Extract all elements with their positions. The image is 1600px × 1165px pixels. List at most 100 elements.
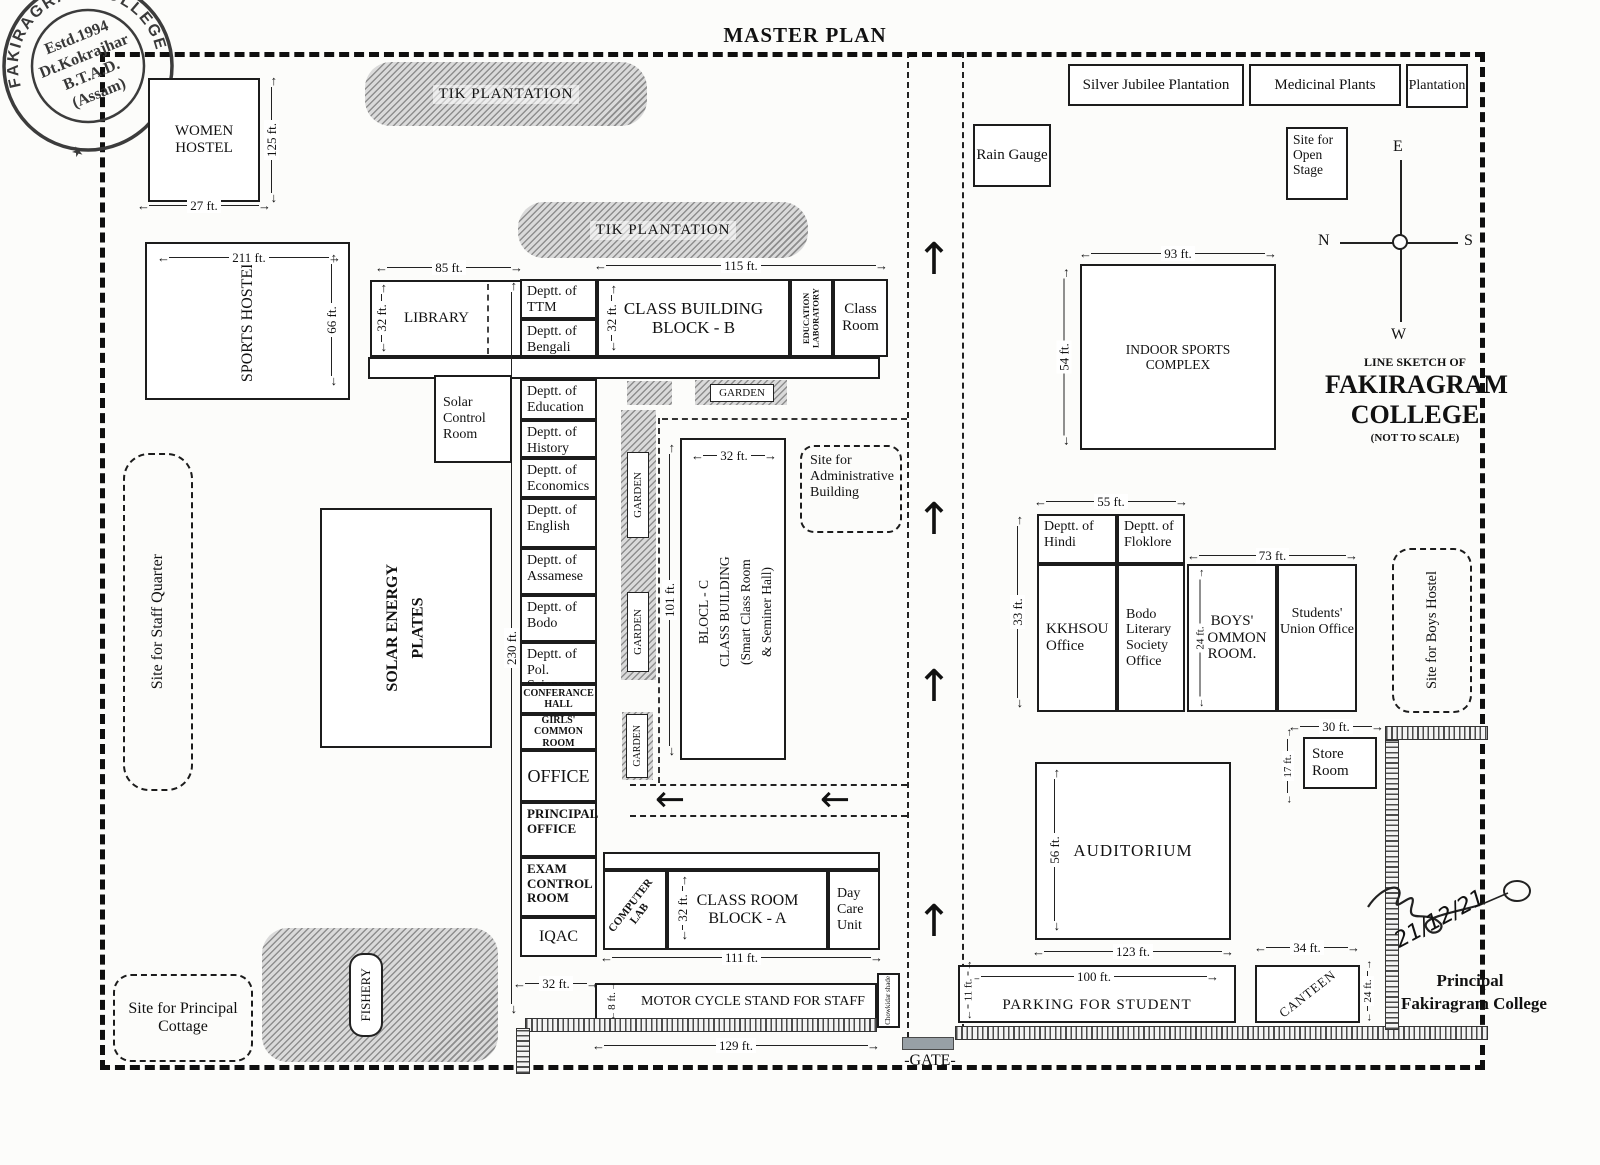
dim-stand-height: 8 ft. xyxy=(604,984,620,1018)
dim-women-hostel-height: 125 ft. xyxy=(264,78,280,202)
compass-s: S xyxy=(1464,232,1473,249)
motor-cycle-stand: MOTOR CYCLE STAND FOR STAFF xyxy=(595,983,877,1021)
dim-parking-width: 100 ft. xyxy=(969,969,1219,985)
compass-e: E xyxy=(1393,138,1403,155)
garden-patch-small xyxy=(627,381,672,405)
medicinal-plants: Medicinal Plants xyxy=(1249,64,1401,106)
wall-right-top xyxy=(1385,726,1488,740)
dept-pol-science: Deptt. of Pol. Science xyxy=(520,642,597,693)
dim-women-hostel-width: 27 ft. xyxy=(137,198,271,214)
dim-boys-room-height: 24 ft. xyxy=(1193,571,1209,706)
dim-indoor-height: 54 ft. xyxy=(1056,270,1073,445)
tik-plantation-1: TIK PLANTATION xyxy=(365,62,647,126)
signature-title: Principal xyxy=(1436,971,1504,990)
solar-control-room: Solar Control Room xyxy=(434,375,512,463)
road-left-arrow-2: ← xyxy=(820,779,851,820)
library: LIBRARY xyxy=(370,280,527,357)
dept-education: Deptt. of Education xyxy=(520,379,597,420)
caption-line-4: (NOT TO SCALE) xyxy=(1370,432,1460,444)
dim-store-height: 17 ft. xyxy=(1280,730,1296,802)
dim-wall-length: 129 ft. xyxy=(592,1038,880,1054)
principal-office: PRINCIPAL OFFICE xyxy=(520,802,598,857)
dim-hindi-block-height: 33 ft. xyxy=(1010,517,1026,707)
wall-right-vertical xyxy=(1385,740,1399,1030)
dim-indoor-width: 93 ft. xyxy=(1079,246,1277,262)
dept-economics: Deptt. of Economics xyxy=(520,458,597,498)
rain-gauge: Rain Gauge xyxy=(973,124,1051,187)
dim-boys-block-width: 73 ft. xyxy=(1187,548,1358,564)
road-up-arrow-4: ↑ xyxy=(915,896,953,947)
caption-line-3: COLLEGE xyxy=(1350,400,1480,429)
dim-block-b-width: 115 ft. xyxy=(594,258,888,274)
dim-auditorium-width: 123 ft. xyxy=(1032,944,1234,960)
students-union-office: Students' Union Office xyxy=(1277,564,1357,712)
bodo-literary-society-office: Bodo Literary Society Office xyxy=(1117,564,1185,712)
dept-history: Deptt. of History xyxy=(520,420,597,458)
women-hostel: WOMEN HOSTEL xyxy=(148,78,260,202)
dept-bodo: Deptt. of Bodo xyxy=(520,595,597,642)
indoor-sports-complex: INDOOR SPORTS COMPLEX xyxy=(1080,264,1276,450)
road-left-line xyxy=(907,52,909,1038)
dim-stand-offset: 32 ft. xyxy=(513,976,599,992)
dim-block-b-height: 32 ft. xyxy=(604,286,620,350)
site-boys-hostel: Site for Boys Hostel xyxy=(1392,548,1472,713)
dim-block-c-width: 32 ft. xyxy=(691,448,777,464)
block-c-region-top-line xyxy=(662,418,907,420)
computer-lab: COMPUTER LAB xyxy=(603,870,667,950)
conference-hall: CONFERANCE HALL xyxy=(520,684,597,714)
site-principal-cottage: Site for Principal Cottage xyxy=(113,974,253,1062)
dim-block-a-width: 111 ft. xyxy=(600,950,883,966)
signature-college: Fakiragram College xyxy=(1401,994,1547,1013)
dim-auditorium-height: 56 ft. xyxy=(1047,770,1063,930)
road-up-arrow-3: ↑ xyxy=(915,661,953,712)
block-c-class-building xyxy=(680,438,786,760)
class-room-block-a: CLASS ROOM BLOCK - A xyxy=(667,870,828,950)
site-open-stage: Site for Open Stage xyxy=(1286,127,1348,200)
tik-plantation-label: TIK PLANTATION xyxy=(589,220,737,240)
site-administrative-building: Site for Administrative Building xyxy=(800,445,902,533)
silver-jubilee-plantation: Silver Jubilee Plantation xyxy=(1068,64,1244,106)
dept-hindi: Deptt. of Hindi xyxy=(1037,514,1117,564)
corridor-strip-block-a xyxy=(603,852,880,870)
compass-n: N xyxy=(1318,232,1330,249)
education-laboratory: EDUCATION LABORATORY xyxy=(790,279,833,357)
dept-assamese: Deptt. of Assamese xyxy=(520,548,597,595)
compass-hub-icon xyxy=(1392,234,1408,250)
girls-common-room: GIRLS' COMMON ROOM xyxy=(520,714,597,750)
campus-boundary xyxy=(100,52,1485,1070)
block-c-region-left-line xyxy=(658,418,660,783)
dim-library-width: 85 ft. xyxy=(375,260,523,276)
corridor-strip-top xyxy=(368,357,880,379)
chowkidar-shade: Chowkidar shade xyxy=(877,973,900,1028)
site-staff-quarter: Site for Staff Quarter xyxy=(123,453,193,791)
page-title: MASTER PLAN xyxy=(723,23,887,47)
stamp-star-icon: ★ xyxy=(69,143,86,162)
tik-plantation-label: TIK PLANTATION xyxy=(432,84,580,104)
dim-hindi-block-width: 55 ft. xyxy=(1034,494,1188,510)
principal-signature xyxy=(1367,880,1531,934)
dim-block-a-height: 32 ft. xyxy=(675,877,691,939)
dim-store-width: 30 ft. xyxy=(1288,719,1384,735)
road-left-arrow-1: ← xyxy=(655,779,686,820)
caption-line-2: FAKIRAGRAM xyxy=(1325,370,1508,399)
store-room: Store Room xyxy=(1303,737,1377,789)
garden-label-2: GARDEN xyxy=(627,592,649,672)
dim-library-height: 32 ft. xyxy=(374,285,390,351)
gate-bar xyxy=(902,1037,954,1050)
road-up-arrow-2: ↑ xyxy=(915,494,953,545)
boundary-wall-left-end xyxy=(516,1028,530,1074)
library-divider xyxy=(487,284,489,354)
dim-block-c-height: 101 ft. xyxy=(662,445,678,755)
tik-plantation-2: TIK PLANTATION xyxy=(518,202,808,258)
class-room-b: Class Room xyxy=(833,279,888,357)
kkhsou-office: KKHSOU Office xyxy=(1037,564,1117,712)
iqac: IQAC xyxy=(520,917,597,957)
road-right-line xyxy=(962,52,964,1030)
dept-floklore: Deptt. of Floklore xyxy=(1117,514,1185,564)
dim-parking-height: 11 ft. xyxy=(961,963,977,1018)
road-up-arrow-1: ↑ xyxy=(915,234,953,285)
cross-road-top-line xyxy=(630,784,907,786)
college-stamp: FAKIRAGRAM COLLEGE ★ Estd.1994 Dt.Kokraj… xyxy=(0,0,174,162)
garden-label-3: GARDEN xyxy=(626,714,648,778)
fishery-label: FISHERY xyxy=(349,953,383,1037)
